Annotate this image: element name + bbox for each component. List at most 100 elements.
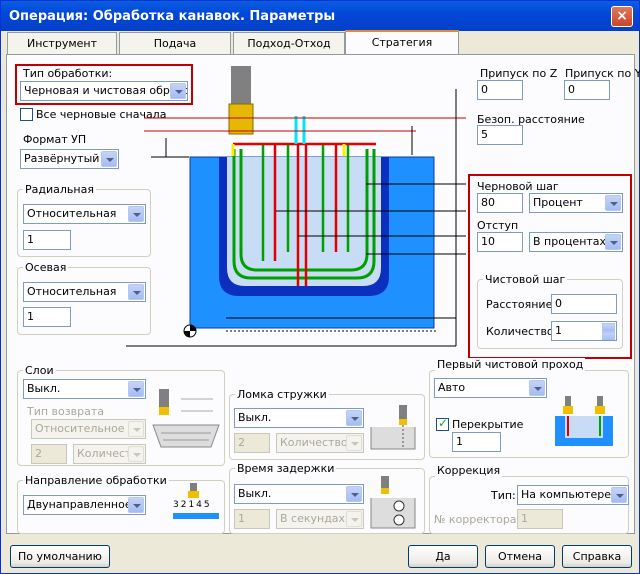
correction-type-select[interactable]: На компьютере	[517, 485, 629, 505]
chip-break-value: Выкл.	[238, 411, 272, 424]
safe-distance-label: Безоп. расстояние	[477, 113, 585, 126]
step-dimension-lines	[276, 183, 466, 255]
overlap-checkbox[interactable]	[436, 416, 449, 431]
default-button[interactable]: По умолчанию	[10, 545, 110, 568]
all-rough-first-label: Все черновые сначала	[36, 108, 167, 121]
axial-mode-select[interactable]: Относительная	[23, 282, 146, 302]
chevron-down-icon	[529, 380, 545, 396]
ok-button[interactable]: Да	[408, 545, 478, 568]
rough-step-input[interactable]: 80	[477, 193, 523, 213]
finish-count-input[interactable]: 1	[551, 321, 617, 341]
layers-count-input[interactable]: 2	[31, 444, 67, 464]
chevron-down-icon	[605, 234, 621, 250]
nc-format-select[interactable]: Развёрнутый	[20, 149, 119, 169]
tool-holder	[231, 66, 251, 106]
dwell-illustration	[370, 476, 416, 529]
rough-step-unit-select[interactable]: Процент	[529, 193, 623, 213]
chevron-down-icon	[346, 511, 362, 527]
machining-type-value: Черновая и чистовая обрабо	[24, 84, 188, 97]
chip-break-label: Ломка стружки	[235, 388, 329, 401]
correction-type-label: Тип:	[491, 489, 516, 502]
chevron-down-icon	[605, 195, 621, 211]
finish-distance-input[interactable]: 0	[551, 294, 617, 314]
direction-illustration: 32145	[171, 481, 221, 523]
dwell-time-input[interactable]: 1	[234, 509, 270, 529]
groove-rough-area	[227, 157, 381, 286]
chevron-down-icon	[101, 151, 117, 167]
origin-icon-fill	[184, 325, 196, 337]
tab-strategy[interactable]: Стратегия	[345, 30, 459, 55]
radial-label: Радиальная	[23, 183, 96, 196]
layers-count-unit-select[interactable]: Количество	[73, 444, 146, 464]
cancel-button[interactable]: Отмена	[485, 545, 555, 568]
axial-mode-value: Относительная	[27, 285, 117, 298]
overlap-input[interactable]: 1	[452, 432, 501, 452]
chevron-down-icon	[170, 83, 186, 99]
safe-distance-input[interactable]: 5	[477, 125, 523, 145]
spinner-icon[interactable]	[602, 323, 615, 340]
corrector-number-label: № корректора:	[434, 513, 521, 526]
chip-break-select[interactable]: Выкл.	[234, 408, 364, 428]
chip-break-unit-select[interactable]: Количество	[276, 433, 364, 453]
rough-plunges	[261, 144, 350, 261]
first-finish-select[interactable]: Авто	[434, 378, 547, 398]
direction-workpiece	[173, 513, 219, 519]
rough-step-label: Черновой шаг	[477, 180, 559, 193]
radial-mode-value: Относительная	[27, 207, 117, 220]
chip-break-count-input[interactable]: 2	[234, 433, 270, 453]
overlap-label: Перекрытие	[452, 418, 524, 431]
chevron-down-icon	[346, 410, 362, 426]
finish-step-label: Чистовой шаг	[483, 273, 568, 286]
direction-pass-order: 32145	[173, 500, 212, 510]
window-title: Операция: Обработка канавок. Параметры	[9, 9, 336, 24]
machining-type-highlight	[15, 64, 193, 105]
tab-approach[interactable]: Подход-Отход	[233, 32, 345, 54]
dwell-select[interactable]: Выкл.	[234, 484, 364, 504]
machining-type-label: Тип обработки:	[23, 67, 113, 80]
tab-feed[interactable]: Подача	[119, 32, 231, 54]
direction-label: Направление обработки	[23, 474, 169, 487]
allowance-y-label: Припуск по Y	[565, 67, 640, 80]
dwell-unit-select[interactable]: В секундах	[276, 509, 364, 529]
return-type-value: Относительное	[35, 422, 125, 435]
return-type-select[interactable]: Относительное	[31, 419, 146, 439]
offset-input[interactable]: 10	[477, 232, 523, 252]
chevron-down-icon	[128, 497, 144, 513]
correction-type-value: На компьютере	[521, 488, 612, 501]
help-button[interactable]: Справка	[562, 545, 632, 568]
chevron-down-icon	[128, 446, 144, 462]
machining-type-select[interactable]: Черновая и чистовая обрабо	[20, 81, 188, 101]
first-finish-illustration	[555, 396, 613, 446]
layers-select[interactable]: Выкл.	[23, 379, 146, 399]
tab-tool[interactable]: Инструмент	[7, 32, 117, 54]
radial-mode-select[interactable]: Относительная	[23, 204, 146, 224]
axial-value-input[interactable]: 1	[23, 307, 71, 327]
nc-format-value: Развёрнутый	[24, 152, 100, 165]
dwell-unit-value: В секундах	[280, 512, 346, 525]
direction-select[interactable]: Двунаправленное	[23, 495, 146, 515]
allowance-y-input[interactable]: 0	[564, 80, 610, 100]
nc-format-label: Формат УП	[23, 133, 87, 146]
offset-unit-value: В процентах	[533, 235, 607, 248]
allowance-z-input[interactable]: 0	[477, 80, 523, 100]
chevron-down-icon	[346, 486, 362, 502]
axial-label: Осевая	[23, 261, 69, 274]
close-button[interactable]: ×	[611, 6, 633, 27]
corrector-number-input[interactable]: 1	[517, 509, 563, 529]
chevron-down-icon	[128, 421, 144, 437]
title-bar[interactable]: Операция: Обработка канавок. Параметры ×	[1, 1, 639, 31]
offset-unit-select[interactable]: В процентах	[529, 232, 623, 252]
direction-value: Двунаправленное	[27, 498, 132, 511]
layers-group	[17, 370, 225, 466]
correction-label: Коррекция	[435, 464, 503, 477]
finish-count-label: Количество:	[486, 325, 558, 338]
return-type-label: Тип возврата	[27, 405, 104, 418]
chevron-down-icon	[611, 487, 627, 503]
radial-value-input[interactable]: 1	[23, 230, 71, 250]
finish-distance-label: Расстояние:	[486, 298, 557, 311]
allowance-z-label: Припуск по Z	[480, 67, 558, 80]
finish-path-outer	[232, 149, 376, 280]
first-finish-value: Авто	[438, 381, 466, 394]
all-rough-first-checkbox[interactable]	[20, 108, 33, 121]
